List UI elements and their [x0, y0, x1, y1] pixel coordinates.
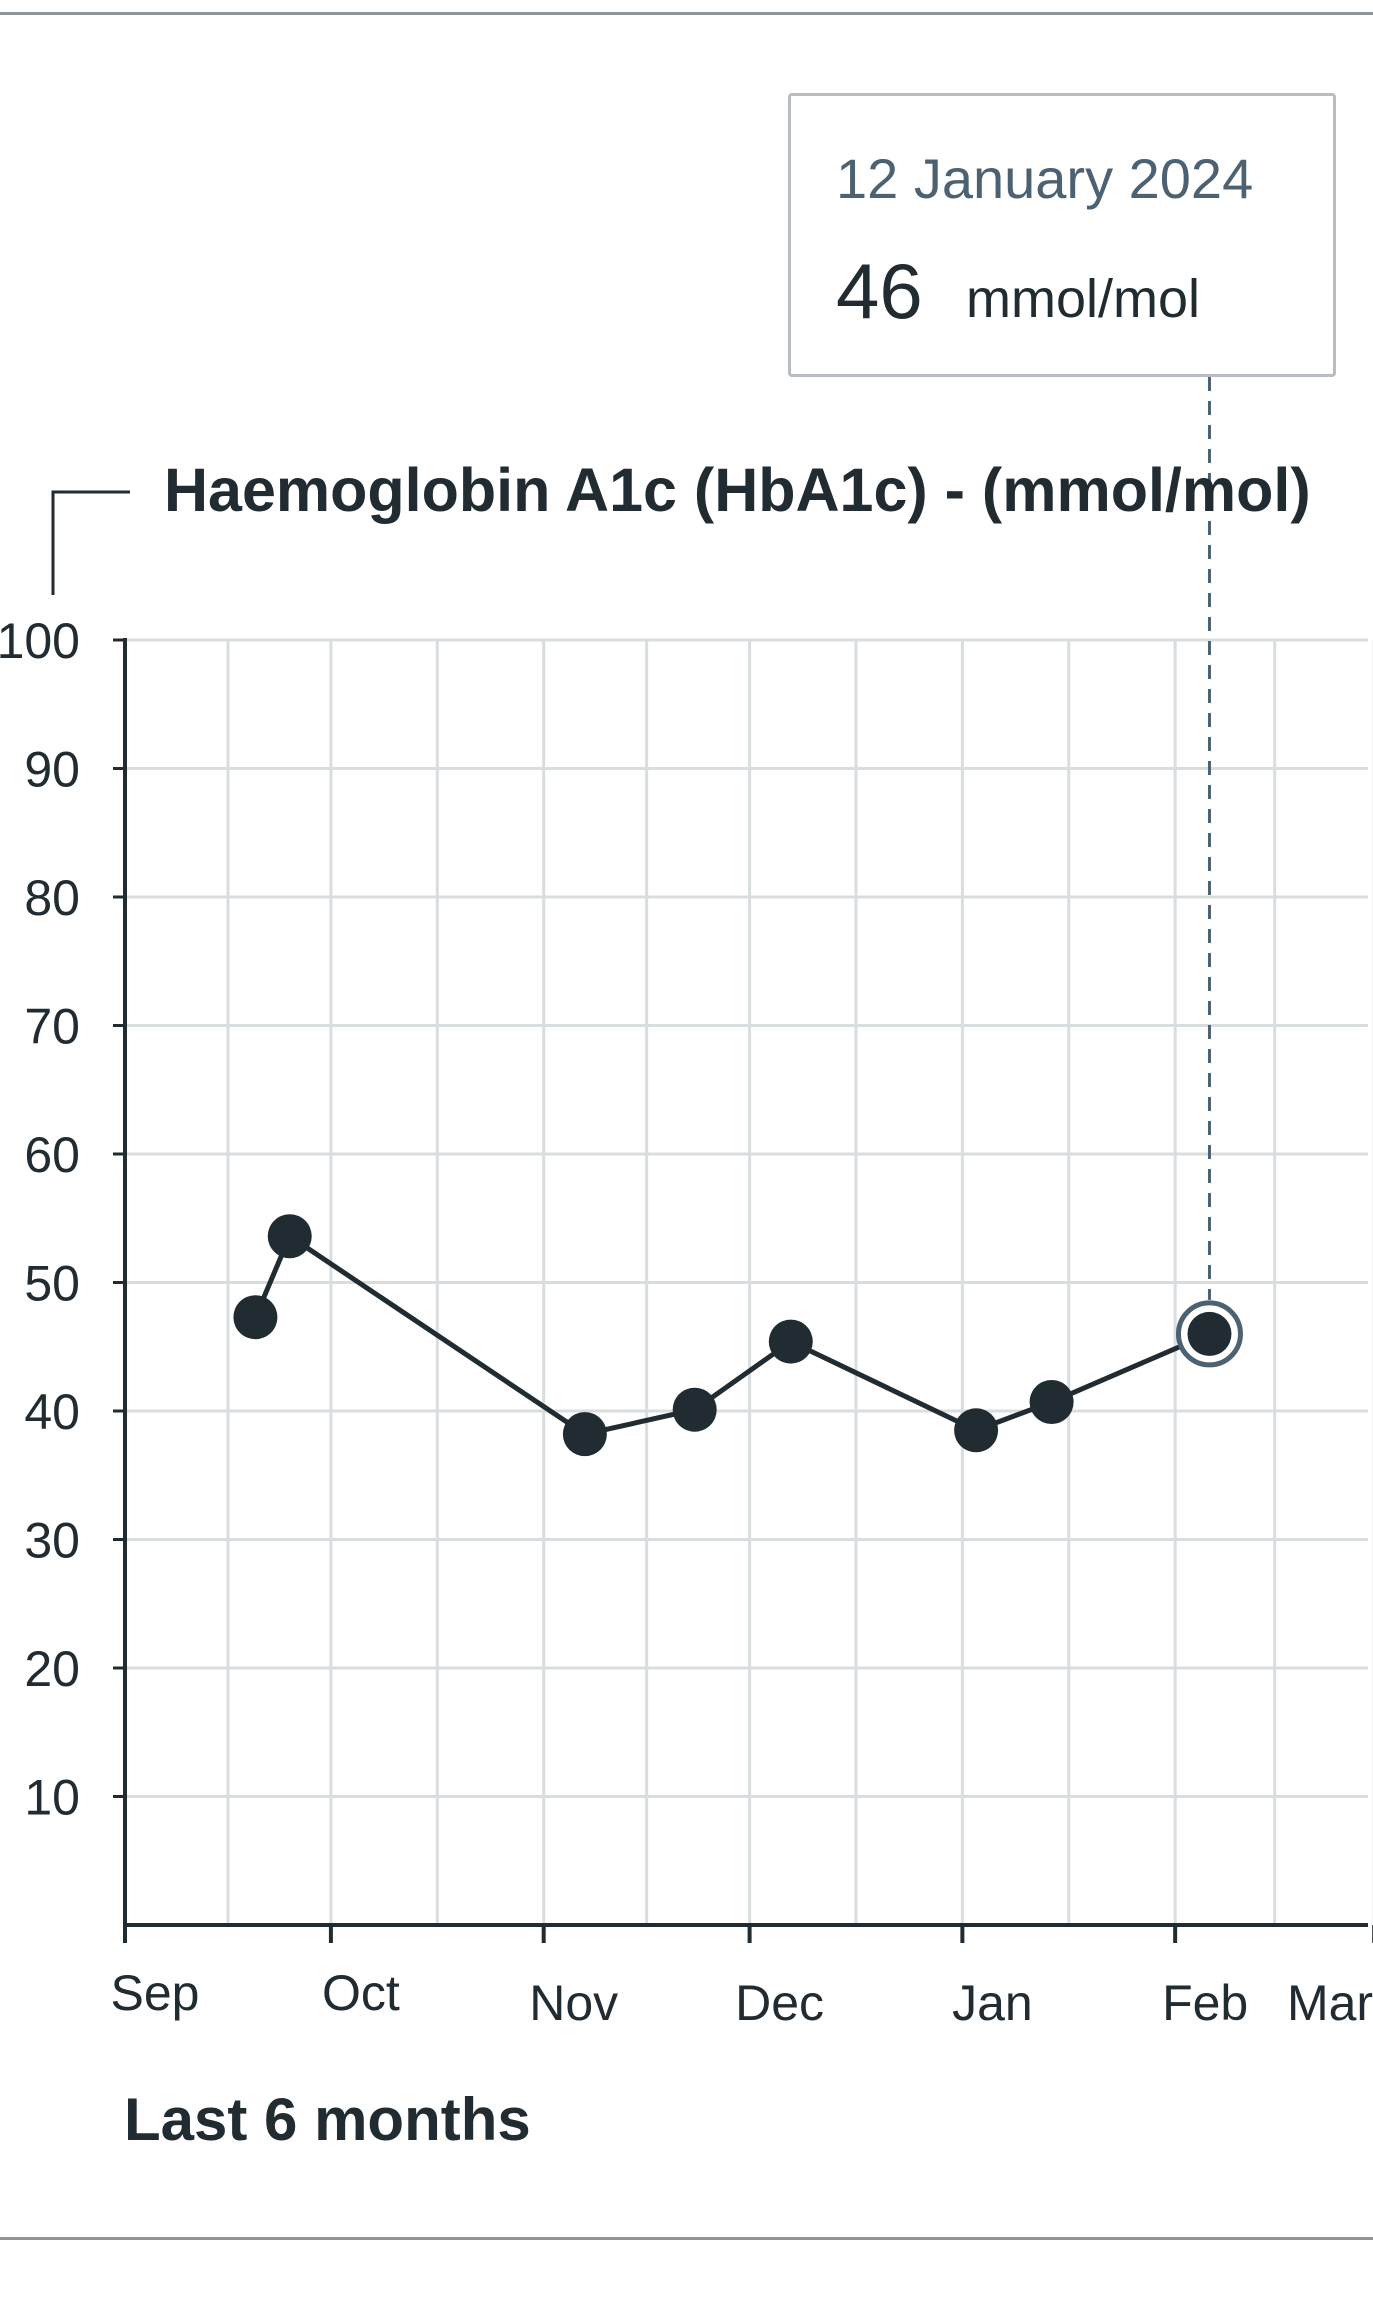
x-tick-label: Mar — [1287, 1975, 1373, 2031]
time-range-label: Last 6 months — [124, 2086, 531, 2153]
y-tick-label: 30 — [24, 1513, 80, 1569]
y-tick-label: 20 — [24, 1641, 80, 1697]
tooltip-unit: mmol/mol — [966, 269, 1201, 329]
y-tick-label: 60 — [24, 1127, 80, 1183]
x-tick-label: Jan — [952, 1975, 1033, 2031]
y-tick-label: 90 — [24, 742, 80, 798]
data-point-tooltip: 12 January 2024 46 mmol/mol — [788, 93, 1336, 377]
data-point — [233, 1295, 278, 1340]
x-tick-label: Sep — [111, 1965, 200, 2021]
y-tick-label: 50 — [24, 1256, 80, 1312]
data-point — [1029, 1380, 1074, 1425]
y-tick-label: 40 — [24, 1384, 80, 1440]
x-tick-label: Dec — [735, 1975, 824, 2031]
y-tick-label: 80 — [24, 870, 80, 926]
x-tick-label: Oct — [322, 1965, 400, 2021]
tooltip-value: 46 — [836, 247, 923, 335]
title-bracket — [51, 490, 130, 595]
tooltip-date: 12 January 2024 — [836, 147, 1254, 210]
data-point — [562, 1412, 607, 1457]
x-tick-label: Feb — [1162, 1975, 1248, 2031]
y-tick-label: 70 — [24, 999, 80, 1055]
data-point-selected — [1187, 1311, 1232, 1356]
x-tick-label: Nov — [529, 1975, 618, 2031]
chart-title: Haemoglobin A1c (HbA1c) - (mmol/mol) — [164, 456, 1311, 524]
data-point — [768, 1319, 813, 1364]
y-tick-label: 10 — [24, 1770, 80, 1826]
data-point — [672, 1387, 717, 1432]
top-divider — [0, 12, 1373, 15]
y-tick-label: 100 — [0, 613, 80, 669]
bottom-divider — [0, 2237, 1373, 2240]
data-point — [954, 1408, 999, 1453]
data-point — [267, 1214, 312, 1259]
